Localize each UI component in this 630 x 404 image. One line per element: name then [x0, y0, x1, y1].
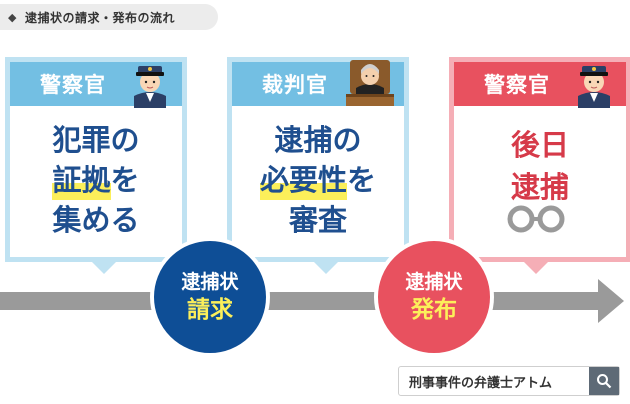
police-officer-icon [134, 66, 166, 108]
card-judge-review-necessity: 裁判官 逮捕の 必要性を 審査 [227, 57, 409, 274]
card-line: 集める [52, 203, 140, 237]
card-body: 後日 逮捕 [454, 124, 626, 208]
card-line: 逮捕の [274, 123, 362, 157]
card-pointer [524, 262, 548, 274]
card-header-label: 警察官 [484, 73, 550, 97]
judge-icon [346, 60, 394, 106]
handcuffs-icon [507, 205, 565, 233]
card-police-arrest-later: 警察官 後日 逮捕 [449, 57, 630, 274]
card-line: 後日 [510, 128, 569, 162]
search-button[interactable] [589, 367, 619, 395]
step-label-top: 逮捕状 [181, 271, 239, 293]
brand-label: 刑事事件の弁護士アトム [409, 375, 553, 391]
diamond-icon: ◆ [8, 10, 17, 24]
step-label-top: 逮捕状 [405, 271, 463, 293]
timeline-arrow-shaft [0, 292, 598, 310]
card-header-label: 警察官 [40, 73, 106, 97]
card-body: 犯罪の 証拠を 集める [10, 120, 182, 240]
card-pointer [314, 262, 338, 274]
card-line-highlight: 証拠 [52, 160, 111, 200]
card-police-collect-evidence: 警察官 犯罪の 証拠を 集める [5, 57, 187, 274]
card-pointer [92, 262, 116, 274]
search-icon [597, 374, 612, 389]
step-warrant-request: 逮捕状 請求 [150, 237, 270, 357]
card-line: 逮捕 [510, 170, 569, 204]
card-line: 審査 [288, 203, 347, 237]
card-line-highlight: 必要性 [259, 160, 347, 200]
step-warrant-issue: 逮捕状 発布 [374, 237, 494, 357]
card-body: 逮捕の 必要性を 審査 [232, 120, 404, 240]
step-label-bottom: 発布 [411, 297, 457, 323]
police-officer-icon [578, 66, 610, 108]
brand-search-box[interactable]: 刑事事件の弁護士アトム [398, 366, 620, 396]
step-label-bottom: 請求 [187, 297, 233, 323]
card-line: 犯罪の [52, 123, 140, 157]
card-header-label: 裁判官 [262, 73, 328, 97]
diagram-title: ◆ 逮捕状の請求・発布の流れ [0, 4, 218, 30]
timeline-arrow-head [598, 279, 624, 323]
diagram-title-text: 逮捕状の請求・発布の流れ [24, 10, 175, 25]
